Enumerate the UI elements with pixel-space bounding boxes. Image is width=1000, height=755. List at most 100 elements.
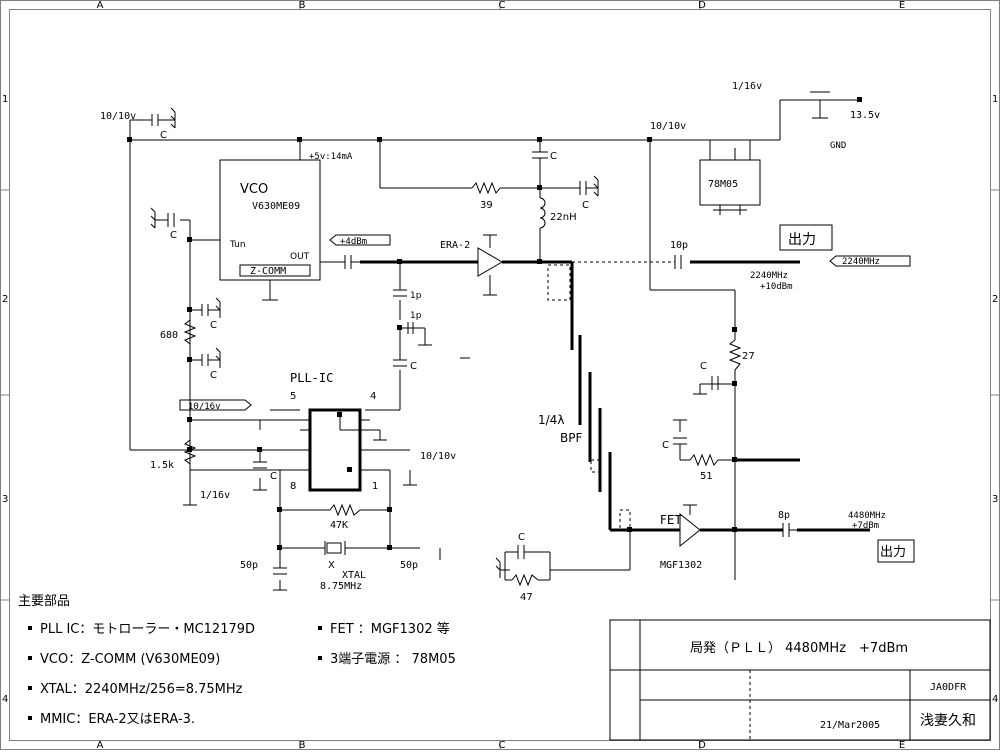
inductor-22nh [539,197,546,229]
regulator-part: 78M05 [708,179,738,190]
vco-pin-out: OUT [290,252,310,262]
title-block: 局発（ＰＬＬ） 4480MHz +7dBm JA0DFR 21/Mar2005 … [609,619,991,741]
label-c-top: C [160,130,167,141]
cap-50p-left [273,548,287,575]
label-cap-50p-r: 50p [400,560,418,571]
resistor-47 [511,573,539,587]
vco-title: VCO [240,182,268,197]
signal-flags: +4dBm 2240MHz 10/16v [179,224,915,563]
flag-2240: 2240MHz [842,257,880,267]
label-res-1k5: 1.5k [150,460,174,471]
col-label-c-bottom: C [499,740,506,750]
pll-pin-4: 4 [370,391,376,402]
label-c-51: C [662,440,669,451]
col-label-b-top: B [299,0,306,11]
vco-pin-tun: Tun [229,240,246,250]
label-res-47k: 47K [330,520,348,531]
label-c-pin8: C [270,471,277,482]
parts-item-4: MMIC：ERA-2又はERA-3. [40,712,195,727]
regulator-78m05: 78M05 13.5v GND [699,91,880,210]
parts-item-1: PLL IC：モトローラー・MC12179D [40,622,255,637]
pll-pin-8: 8 [290,481,296,492]
pll-pin-5: 5 [290,391,296,402]
wiring [129,99,870,581]
vco-part: V630ME09 [252,201,300,212]
vco-supply: +5v:14mA [309,152,353,162]
cap-vco-out [344,255,360,269]
frame-column-labels: A B C D E A B C D E [97,0,906,751]
label-cap-10-10v-pll: 10/10v [420,451,456,462]
label-cap-1p-b: 1p [410,311,422,321]
flag-4dbm: +4dBm [340,237,367,247]
label-res-27: 27 [742,351,755,362]
label-res-680: 680 [160,330,178,341]
row-label-1-left: 1 [2,94,8,105]
fet-amplifier [679,512,701,548]
pll-title: PLL-IC [290,371,333,385]
col-label-d-top: D [698,0,706,11]
label-bpf: BPF [560,431,582,445]
label-lvl-10dbm: +10dBm [760,282,793,292]
vco-module: VCO V630ME09 Tun OUT Z-COMM +5v:14mA [219,152,353,301]
cap-c-top [532,151,548,164]
label-res-47: 47 [520,592,533,603]
cap-8p [782,523,797,537]
schematic-labels: 10/10v C C 39 C 22nH C ERA-2 10p 出力 2240… [100,81,906,603]
flag-10-16v: 10/16v [188,402,221,412]
capacitors [151,114,797,575]
cap-vco-tun [155,213,175,227]
col-label-e-bottom: E [899,740,905,750]
row-label-3-left: 3 [2,494,8,505]
cap-c-27 [711,376,719,390]
cap-c-a [190,304,220,316]
label-c-b: C [210,370,217,381]
label-xtal-x: X [328,560,335,571]
cap-c-right [579,181,598,195]
col-label-e-top: E [899,0,905,11]
drawing-date: 21/Mar2005 [820,720,880,731]
label-c-a: C [210,320,217,331]
parts-list: 主要部品 PLL IC：モトローラー・MC12179D VCO：Z-COMM (… [18,594,456,727]
cap-1p-a [393,289,407,297]
label-c-right: C [582,200,589,211]
label-c-mid: C [550,151,557,162]
label-c-bias: C [170,230,177,241]
gnd-label: GND [830,141,846,151]
bpf-stubs [547,264,631,531]
output-jp-1: 出力 [788,232,816,248]
flag-4dbm-shape [329,234,391,246]
parts-item-3: XTAL：2240MHz/256=8.75MHz [40,682,243,697]
supply-13v5: 13.5v [850,110,880,121]
label-lvl-7dbm: +7dBm [852,521,879,531]
author-call: JA0DFR [930,682,967,693]
resistor-39 [471,181,501,195]
row-label-4-right: 4 [992,694,998,705]
cap-c-pll [393,359,407,367]
label-lvl-2240: 2240MHz [750,271,788,281]
resistor-47k [329,503,361,517]
row-label-1-right: 1 [992,94,998,105]
cap-pll-pin8 [253,461,267,469]
cap-xtal [324,541,346,555]
row-label-2-right: 2 [992,294,998,305]
row-label-3-right: 3 [992,494,998,505]
label-res-39: 39 [480,200,493,211]
col-label-c-top: C [499,0,506,11]
output-jp-2: 出力 [880,545,906,560]
label-quarter-lambda: 1/4λ [538,413,564,427]
label-res-51: 51 [700,471,713,482]
label-cap-8p: 8p [778,510,790,521]
resistor-680 [183,319,197,345]
pll-ic: PLL-IC 5 4 8 1 [290,371,378,492]
label-c-27: C [700,361,707,372]
label-lvl-4480: 4480MHz [848,511,886,521]
label-cap-50p-l: 50p [240,560,258,571]
flag-2240-shape [829,255,911,267]
label-cap-10-10v-right: 10/10v [650,121,686,132]
resistor-1k5 [183,439,197,465]
label-ind-22nh: 22nH [550,212,577,223]
cap-feedback [517,545,530,559]
label-cap-1p-a: 1p [410,291,422,301]
resistors [183,181,742,587]
cap-c-b [190,354,220,366]
